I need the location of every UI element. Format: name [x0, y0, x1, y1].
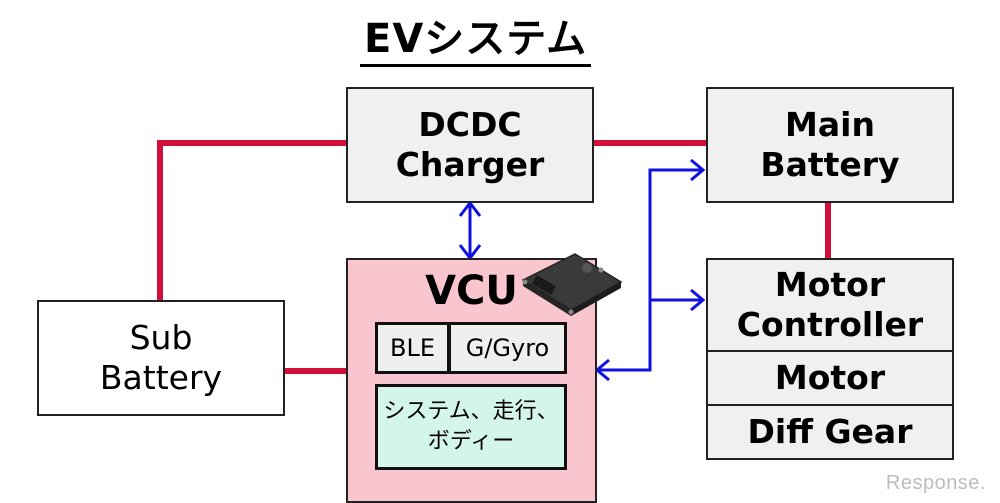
ble-module: BLE	[375, 322, 450, 374]
dcdc-line1: DCDC	[418, 105, 522, 144]
motor-controller-line2: Controller	[736, 305, 924, 344]
vcu-unit-image	[521, 253, 623, 316]
vcu-label: VCU	[425, 268, 518, 314]
main-battery-line1: Main	[785, 105, 875, 144]
motor-controller-line1: Motor	[774, 265, 886, 304]
function-line2: ボディー	[427, 429, 515, 454]
main-battery-line2: Battery	[760, 145, 900, 184]
response-watermark: Response.	[885, 472, 986, 494]
power-line-sub-to-dcdc	[157, 140, 349, 300]
sub-battery-line2: Battery	[99, 358, 223, 397]
function-module: システム、走行、ボディー	[375, 384, 567, 470]
sub-battery-line1: Sub	[129, 318, 193, 357]
dcdc-line2: Charger	[395, 145, 545, 184]
vcu-box: VCU BLE G/Gyro システム、走行、ボディー	[346, 258, 597, 503]
diff-gear-box: Diff Gear	[706, 404, 954, 460]
gyro-module: G/Gyro	[448, 322, 567, 374]
signal-dcdc-vcu	[458, 200, 482, 261]
signal-vcu-bus	[594, 158, 706, 382]
page-title: EVシステム	[360, 14, 592, 67]
motor-box: Motor	[706, 350, 954, 406]
function-line1: システム、走行、	[383, 399, 559, 424]
